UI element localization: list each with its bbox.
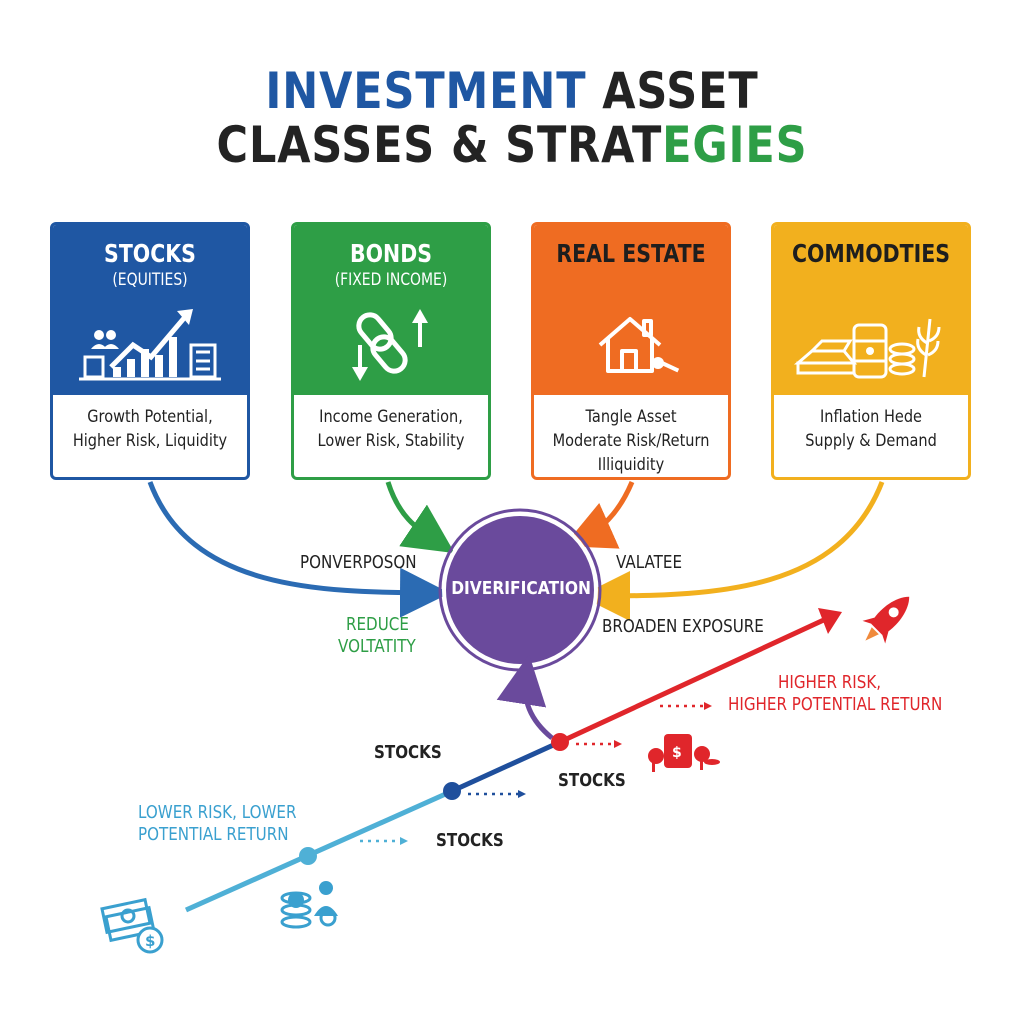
label-stocks-c: STOCKS <box>436 830 504 851</box>
arrow-commodities-to-center <box>580 481 885 621</box>
page-title-line-1: INVESTMENT ASSET <box>72 66 953 116</box>
coins-icon <box>280 881 338 929</box>
label-stocks-b: STOCKS <box>558 770 626 791</box>
risk-line-low <box>184 789 452 913</box>
page-title-line-2: CLASSES & STRATEGIES <box>72 120 953 170</box>
house-key-icon <box>598 317 680 373</box>
title-word-asset: ASSET <box>586 62 759 120</box>
risk-line-high <box>558 615 830 745</box>
svg-text:$: $ <box>145 932 155 950</box>
growth-chart-icon <box>79 309 221 381</box>
card-commodities-desc-line-2: Supply & Demand <box>805 431 937 450</box>
card-bonds-header: BONDS (FIXED INCOME) <box>294 225 488 395</box>
rocket-icon <box>862 596 910 644</box>
label-reduce: REDUCE <box>346 614 409 635</box>
card-commodities: COMMODTIES Inflation Hede Supply & Deman… <box>771 222 971 480</box>
risk-line-mid <box>448 739 562 795</box>
card-stocks-title: STOCKS <box>104 239 196 268</box>
arrow-bonds-to-center <box>385 481 455 554</box>
card-bonds-description: Income Generation, Lower Risk, Stability <box>306 405 477 453</box>
card-real-estate-desc-line-3: Illiquidity <box>597 455 665 474</box>
card-commodities-desc-line-1: Inflation Hede <box>820 407 922 426</box>
card-stocks-subtitle: (EQUITIES) <box>112 270 188 290</box>
label-higher-risk-2: HIGHER POTENTIAL RETURN <box>728 694 943 715</box>
card-bonds-desc-line-1: Income Generation, <box>319 407 463 426</box>
risk-line-arrowhead <box>818 608 842 634</box>
title-word-egies: EGIES <box>662 116 808 174</box>
card-stocks-desc-line-2: Higher Risk, Liquidity <box>72 431 228 450</box>
label-right-top: VALATEE <box>616 552 683 573</box>
card-real-estate: REAL ESTATE Tangle Asset Moderate Risk/R… <box>531 222 731 480</box>
arrow-risk-to-center <box>496 654 554 740</box>
card-commodities-header: COMMODTIES <box>774 225 968 395</box>
arrow-stocks-to-center <box>147 481 450 618</box>
card-bonds: BONDS (FIXED INCOME) Income Generation, … <box>291 222 491 480</box>
card-stocks-desc-line-1: Growth Potential, <box>87 407 213 426</box>
label-lower-risk-1: LOWER RISK, LOWER <box>138 802 297 823</box>
label-lower-risk-2: POTENTIAL RETURN <box>138 824 289 845</box>
arrow-real-estate-to-center <box>563 481 635 549</box>
card-stocks-description: Growth Potential, Higher Risk, Liquidity <box>65 405 236 453</box>
card-bonds-subtitle: (FIXED INCOME) <box>334 270 448 290</box>
money-icon: $ <box>100 897 164 954</box>
oil-barrel-icon: $ <box>648 734 720 772</box>
label-left-top: PONVERPOSON <box>300 552 417 573</box>
card-real-estate-desc-line-2: Moderate Risk/Return <box>552 431 710 450</box>
card-stocks-header: STOCKS (EQUITIES) <box>53 225 247 395</box>
label-broaden-exposure: BROADEN EXPOSURE <box>602 616 764 637</box>
card-real-estate-header: REAL ESTATE <box>534 225 728 395</box>
title-word-classes: CLASSES & STRAT <box>216 116 663 174</box>
card-bonds-title: BONDS <box>350 239 432 268</box>
card-real-estate-desc-line-1: Tangle Asset <box>585 407 677 426</box>
label-voltatity: VOLTATITY <box>338 636 416 657</box>
card-bonds-desc-line-2: Lower Risk, Stability <box>317 431 465 450</box>
svg-text:$: $ <box>672 745 682 761</box>
card-commodities-description: Inflation Hede Supply & Demand <box>786 405 957 453</box>
label-stocks-a: STOCKS <box>374 742 442 763</box>
card-real-estate-title: REAL ESTATE <box>556 239 706 268</box>
title-word-investment: INVESTMENT <box>265 62 587 120</box>
gold-oil-wheat-icon <box>793 318 941 379</box>
card-stocks: STOCKS (EQUITIES) Growth Potential, <box>50 222 250 480</box>
label-higher-risk-1: HIGHER RISK, <box>778 672 882 693</box>
card-real-estate-description: Tangle Asset Moderate Risk/Return Illiqu… <box>546 405 717 477</box>
diversification-label: DIVERIFICATION <box>451 578 591 599</box>
chain-link-icon <box>352 309 428 381</box>
card-commodities-title: COMMODTIES <box>791 239 951 268</box>
